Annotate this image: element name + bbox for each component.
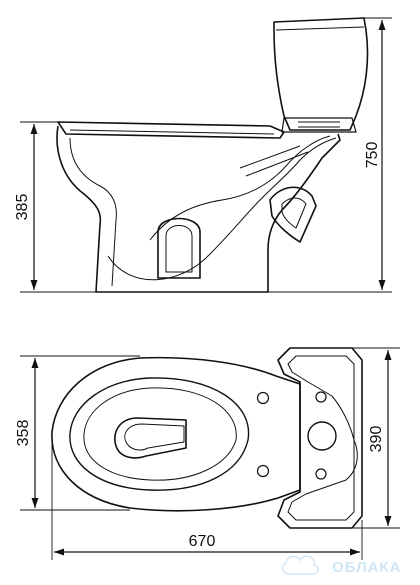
- dim-358-label: 358: [15, 420, 32, 447]
- top-seat-ring: [69, 377, 250, 491]
- side-outlet: [269, 186, 317, 243]
- dim-670-label: 670: [189, 533, 216, 550]
- side-dimensions: [20, 17, 392, 293]
- top-bowl-outer: [51, 356, 301, 512]
- mount-hole: [256, 391, 270, 405]
- side-tank-lid-line: [275, 26, 365, 31]
- top-water-opening: [114, 417, 187, 459]
- side-trapway: [107, 137, 337, 281]
- watermark-text: ОБЛАКА: [332, 559, 401, 576]
- dim-390-label: 390: [368, 426, 385, 453]
- dim-750-label: 750: [364, 142, 381, 169]
- side-seat-rim: [57, 121, 285, 139]
- tank-bolt-hole: [315, 391, 327, 403]
- side-inspection-arch: [157, 217, 201, 279]
- side-view: [56, 17, 369, 293]
- tank-bolt-hole: [315, 468, 327, 480]
- top-tank-outer: [277, 347, 363, 529]
- side-tank: [273, 17, 369, 131]
- top-view: [51, 347, 363, 529]
- side-tank-coupling: [281, 117, 357, 133]
- tank-flush-valve: [307, 421, 337, 451]
- watermark: ОБЛАКА: [281, 555, 401, 576]
- top-bowl-inner: [83, 387, 237, 481]
- dim-385-label: 385: [14, 194, 31, 221]
- side-bowl-outer: [56, 125, 341, 293]
- mount-hole: [256, 464, 270, 478]
- top-dimensions: [20, 347, 400, 560]
- side-bowl-inner: [69, 137, 117, 287]
- top-tank-inner: [287, 355, 358, 521]
- watermark-cloud-icon: [281, 555, 320, 575]
